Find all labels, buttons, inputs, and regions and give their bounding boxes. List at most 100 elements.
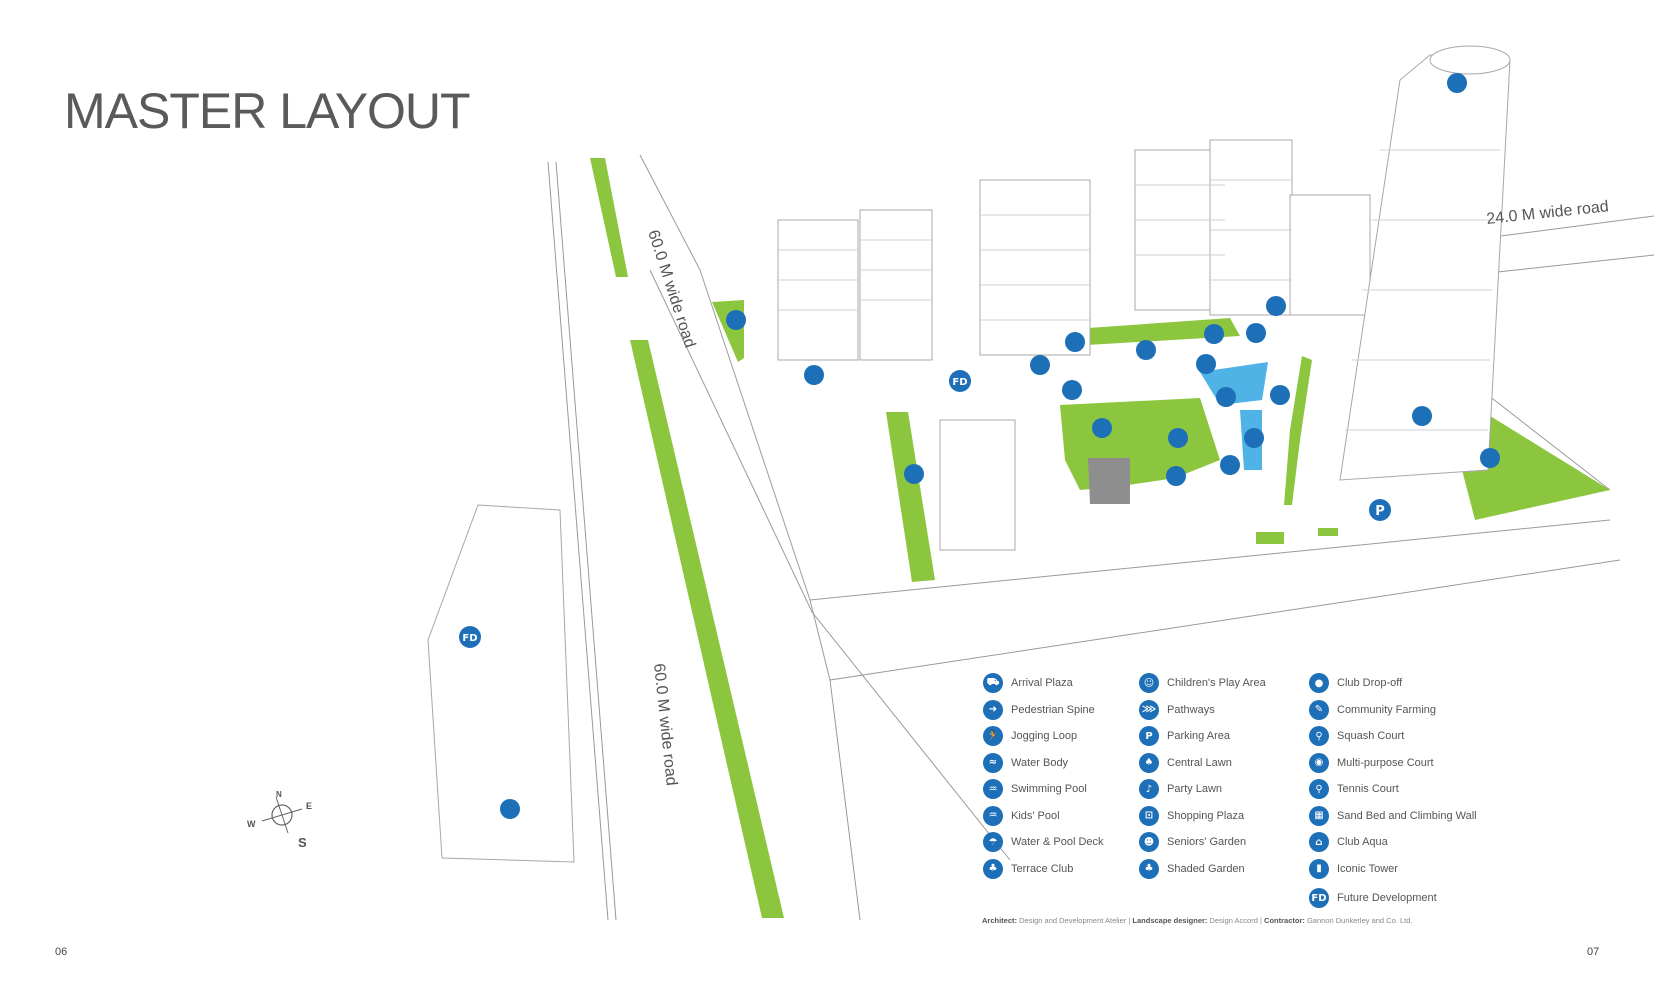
buildings <box>427 45 1511 863</box>
club-dropoff-icon: ● <box>1309 673 1329 693</box>
lower-left-block <box>427 504 575 863</box>
legend-item: ♠Central Lawn <box>1139 752 1232 773</box>
party-lawn-marker <box>1092 418 1112 438</box>
children-play-marker <box>1065 332 1085 352</box>
legend-item: ⚲Squash Court <box>1309 726 1404 746</box>
kids-pool-icon: ♒ <box>983 805 1003 826</box>
tower-block-1 <box>777 219 859 361</box>
road-label-right: 24.0 M wide road <box>1486 198 1610 228</box>
road-label-lower: 60.0 M wide road <box>650 663 680 787</box>
svg-text:FD: FD <box>952 377 967 388</box>
car-icon: ⛟ <box>983 673 1003 693</box>
legend-label: Jogging Loop <box>1011 730 1078 742</box>
legend-item: ☺ Children's Play Area <box>1139 673 1266 693</box>
tower-block-6 <box>1289 194 1371 316</box>
svg-text:P: P <box>1375 504 1385 519</box>
tennis-court-marker <box>1480 448 1500 468</box>
ball-icon: ◉ <box>1309 752 1329 773</box>
legend-label: Sand Bed and Climbing Wall <box>1337 809 1477 822</box>
community-farming-marker <box>904 464 924 484</box>
svg-text:S: S <box>298 835 307 850</box>
building-floor-lines <box>778 149 1500 431</box>
legend-label: Club Aqua <box>1337 836 1388 848</box>
children-icon: ☺ <box>1139 673 1159 693</box>
water-deck-marker <box>1204 324 1224 344</box>
squash-icon: ⚲ <box>1309 726 1329 746</box>
tower-block-5 <box>1209 139 1293 316</box>
legend-item: ⊡ Shopping Plaza <box>1139 805 1245 826</box>
shaded-tree-icon: ♣ <box>1139 858 1159 879</box>
shaded-garden-marker <box>1266 296 1286 316</box>
legend-item: ♒Kids' Pool <box>983 805 1060 826</box>
legend-item: FD Future Development <box>1309 888 1437 908</box>
road-label-upper: 60.0 M wide road <box>644 228 698 350</box>
legend-label: Terrace Club <box>1011 862 1074 875</box>
tower-icon: ▮ <box>1309 858 1329 879</box>
climbing-wall-area <box>1088 458 1130 504</box>
legend-item: ➜Pedestrian Spine <box>983 699 1095 720</box>
terrace-club-marker <box>500 799 520 819</box>
credits: Architect: Design and Development Atelie… <box>982 916 1413 925</box>
swimming-pool-marker <box>1216 387 1236 407</box>
legend-label: Tennis Court <box>1337 783 1399 795</box>
legend-item: ≈Water Body <box>983 752 1069 773</box>
fd-icon: FD <box>1309 888 1329 908</box>
curve-lawn <box>1284 356 1312 505</box>
tree-icon: ♠ <box>1139 752 1159 773</box>
page-number-right: 07 <box>1587 946 1600 958</box>
legend-item: ✎ Community Farming <box>1309 699 1437 720</box>
central-lawn-marker <box>1168 428 1188 448</box>
kids-pool-marker <box>1196 354 1216 374</box>
fd-marker-lower: FD <box>459 626 481 648</box>
water-body-marker <box>1244 428 1264 448</box>
legend-item: ☻ Seniors' Garden <box>1139 832 1246 852</box>
shopping-plaza-marker <box>1166 466 1186 486</box>
lawn-upper-strip <box>1060 318 1240 346</box>
svg-text:FD: FD <box>462 633 477 644</box>
legend-label: Water Body <box>1011 756 1069 769</box>
legend-label: Party Lawn <box>1167 783 1223 795</box>
pathways-marker <box>1220 455 1240 475</box>
jogger-icon: 🏃 <box>983 726 1003 746</box>
farming-icon: ✎ <box>1309 699 1329 720</box>
pedestrian-spine-marker <box>1270 385 1290 405</box>
parking-icon: P <box>1139 726 1159 746</box>
arrival-plaza-marker <box>804 365 824 385</box>
seniors-icon: ☻ <box>1139 832 1159 852</box>
club-dropoff-marker <box>1030 355 1050 375</box>
legend-label: Community Farming <box>1337 703 1437 716</box>
legend-item: ♣ Terrace Club <box>983 858 1074 879</box>
legend-label: Future Development <box>1337 892 1437 904</box>
tower-block-3 <box>979 179 1091 356</box>
legend-label: Children's Play Area <box>1167 677 1266 689</box>
map-markers: FD FD P <box>459 73 1500 819</box>
party-icon: ♪ <box>1139 779 1159 799</box>
tower-block-7 <box>939 419 1016 551</box>
fd-marker-upper: FD <box>949 370 971 392</box>
page-number-left: 06 <box>55 946 68 958</box>
legend-label: Multi-purpose Court <box>1337 756 1434 769</box>
walkway-icon: ➜ <box>983 699 1003 720</box>
squash-court-marker <box>1412 406 1432 426</box>
side-green-2 <box>1318 528 1338 536</box>
legend-item: ♣Shaded Garden <box>1139 858 1245 879</box>
terrace-club-icon: ♣ <box>983 858 1003 879</box>
deck-umbrella-icon: ☂ <box>983 832 1003 852</box>
svg-text:E: E <box>306 801 312 811</box>
side-green-3 <box>1256 532 1284 544</box>
legend-label: Seniors' Garden <box>1167 836 1247 848</box>
legend-label: Shopping Plaza <box>1167 809 1245 822</box>
cart-icon: ⊡ <box>1139 805 1159 826</box>
legend-item: ⛟Arrival Plaza <box>983 673 1073 693</box>
legend-item: ⚲Tennis Court <box>1309 779 1399 799</box>
legend-item: ⋙Pathways <box>1139 699 1215 720</box>
legend-item: ♒Swimming Pool <box>983 779 1087 799</box>
svg-text:N: N <box>276 790 282 799</box>
median-strip-upper <box>590 158 628 277</box>
climbing-wall-icon: ▦ <box>1309 805 1329 826</box>
compass-rose: N E W S <box>247 790 312 850</box>
club-aqua-marker <box>1136 340 1156 360</box>
legend-label: Swimming Pool <box>1011 783 1087 795</box>
legend-item: ◉ Multi-purpose Court <box>1309 752 1434 773</box>
